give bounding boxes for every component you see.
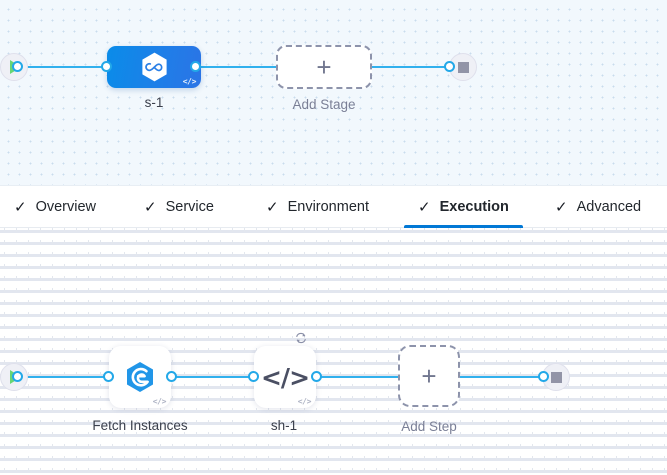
step-end-port[interactable] bbox=[538, 371, 549, 382]
add-step-button[interactable]: + bbox=[398, 345, 460, 407]
edge-stage-to-addstage bbox=[196, 66, 284, 68]
stop-icon bbox=[550, 371, 562, 383]
check-icon: ✓ bbox=[555, 198, 568, 216]
add-stage-button[interactable]: + bbox=[276, 45, 372, 89]
stage-node-input-port[interactable] bbox=[101, 61, 112, 72]
add-stage-label: Add Stage bbox=[292, 97, 356, 112]
tab-advanced-label: Advanced bbox=[576, 199, 642, 215]
stage-config-tabs: ✓ Overview ✓ Service ✓ Environment ✓ Exe… bbox=[0, 186, 667, 228]
tab-overview-label: Overview bbox=[35, 199, 97, 215]
tab-service[interactable]: ✓ Service bbox=[130, 186, 228, 228]
stage-node-label: s-1 bbox=[144, 95, 164, 110]
step-node-fetch-instances[interactable]: </> bbox=[109, 346, 171, 408]
tab-execution-label: Execution bbox=[439, 199, 509, 215]
check-icon: ✓ bbox=[144, 198, 157, 216]
code-brackets-icon: </> bbox=[260, 362, 310, 392]
check-icon: ✓ bbox=[266, 198, 279, 216]
edge-addstep-to-end bbox=[455, 376, 547, 378]
canvas-grid bbox=[0, 228, 667, 475]
hexagon-infinity-icon bbox=[141, 52, 167, 82]
hexagon-swirl-icon bbox=[127, 362, 153, 392]
stage-node-s-1[interactable]: </> bbox=[107, 46, 201, 88]
tab-underline bbox=[404, 225, 523, 228]
step-start-port[interactable] bbox=[12, 371, 23, 382]
sh-1-input-port[interactable] bbox=[248, 371, 259, 382]
stage-node-output-port[interactable] bbox=[190, 61, 201, 72]
step-node-sh-1[interactable]: </> </> bbox=[254, 332, 316, 408]
stop-icon bbox=[457, 61, 469, 73]
tab-environment[interactable]: ✓ Environment bbox=[252, 186, 383, 228]
stage-end-port[interactable] bbox=[444, 61, 455, 72]
edge-addstage-to-end bbox=[370, 66, 458, 68]
fetch-instances-label: Fetch Instances bbox=[92, 418, 188, 433]
fetch-instances-output-port[interactable] bbox=[166, 371, 177, 382]
check-icon: ✓ bbox=[418, 198, 431, 216]
stage-start-port[interactable] bbox=[12, 61, 23, 72]
loop-strategy-icon[interactable] bbox=[294, 331, 308, 345]
edge-fetch-to-sh1 bbox=[172, 376, 258, 378]
execution-step-canvas[interactable]: </> Fetch Instances </> </> sh-1 + Add S… bbox=[0, 228, 667, 475]
tab-advanced[interactable]: ✓ Advanced bbox=[541, 186, 655, 228]
stage-code-badge: </> bbox=[182, 77, 197, 86]
sh-1-output-port[interactable] bbox=[311, 371, 322, 382]
sh-1-code-badge: </> bbox=[297, 397, 312, 406]
tab-service-label: Service bbox=[165, 199, 214, 215]
add-step-label: Add Step bbox=[401, 419, 457, 434]
sh-1-label: sh-1 bbox=[270, 418, 298, 433]
plus-icon: + bbox=[316, 52, 332, 82]
plus-icon: + bbox=[421, 361, 437, 391]
fetch-instances-input-port[interactable] bbox=[103, 371, 114, 382]
tab-overview[interactable]: ✓ Overview bbox=[0, 186, 110, 228]
edge-start-to-fetch bbox=[20, 376, 110, 378]
tab-environment-label: Environment bbox=[287, 199, 369, 215]
edge-start-to-stage bbox=[20, 66, 114, 68]
edge-sh1-to-addstep bbox=[318, 376, 402, 378]
tab-execution[interactable]: ✓ Execution bbox=[404, 186, 523, 228]
check-icon: ✓ bbox=[14, 198, 27, 216]
fetch-instances-code-badge: </> bbox=[152, 397, 167, 406]
pipeline-stage-canvas[interactable]: </> s-1 + Add Stage bbox=[0, 0, 667, 186]
